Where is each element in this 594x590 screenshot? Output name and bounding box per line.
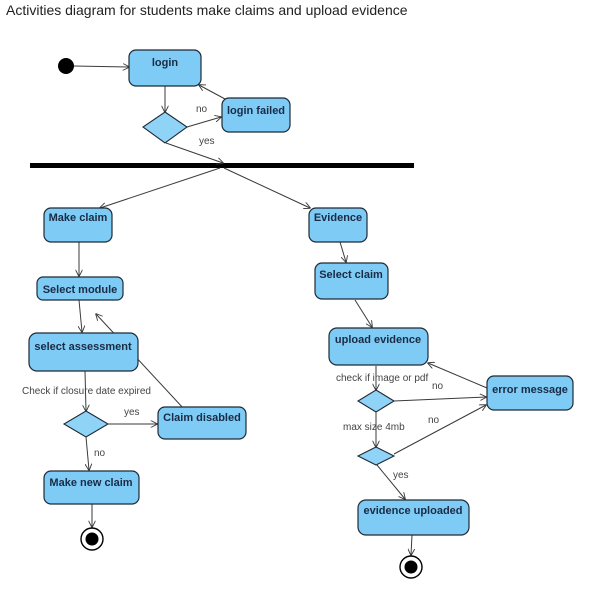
node-select-claim: Select claim [314,262,389,300]
guard-no-closure: no [94,448,106,459]
svg-text:evidence uploaded: evidence uploaded [363,505,462,517]
node-login: login [128,49,202,87]
svg-text:login failed: login failed [227,105,285,117]
decision-file-size [356,446,396,466]
decision-closure-date [62,410,110,438]
node-make-new-claim: Make new claim [43,470,140,505]
decision-file-type [356,389,396,413]
final-node-evidence [399,555,423,579]
node-evidence: Evidence [308,207,368,243]
node-make-claim: Make claim [43,207,113,243]
svg-text:error message: error message [492,384,568,396]
svg-text:Make new claim: Make new claim [49,477,132,489]
page-title: Activities diagram for students make cla… [6,2,408,18]
guard-yes-login: yes [199,136,215,147]
annotation-check-image: check if image or pdf [336,373,428,384]
node-login-failed: login failed [221,97,291,133]
fork-bar [30,163,414,168]
svg-text:select assessment: select assessment [34,341,132,353]
svg-text:Claim disabled: Claim disabled [163,412,241,424]
annotation-check-closure: Check if closure date expired [22,386,151,397]
annotation-max-size: max size 4mb [343,422,405,433]
initial-node [58,58,74,74]
final-node-claim [80,527,104,551]
node-evidence-uploaded: evidence uploaded [357,499,470,536]
svg-text:upload evidence: upload evidence [335,334,421,346]
decision-login [142,111,188,144]
node-select-module: Select module [36,276,124,301]
node-select-assessment: select assessment [28,332,139,372]
guard-no-size: no [428,415,440,426]
svg-text:Evidence: Evidence [314,212,362,224]
guard-no-image: no [432,381,444,392]
node-claim-disabled: Claim disabled [157,406,247,440]
svg-text:Make claim: Make claim [49,212,108,224]
node-error-message: error message [486,375,574,411]
guard-yes-size: yes [393,470,409,481]
svg-text:Select claim: Select claim [319,269,383,281]
flows [73,66,487,555]
svg-text:Select module: Select module [43,284,118,296]
svg-text:login: login [152,57,179,69]
node-upload-evidence: upload evidence [328,327,429,366]
guard-yes-closure: yes [124,407,140,418]
guard-no-login: no [196,104,208,115]
